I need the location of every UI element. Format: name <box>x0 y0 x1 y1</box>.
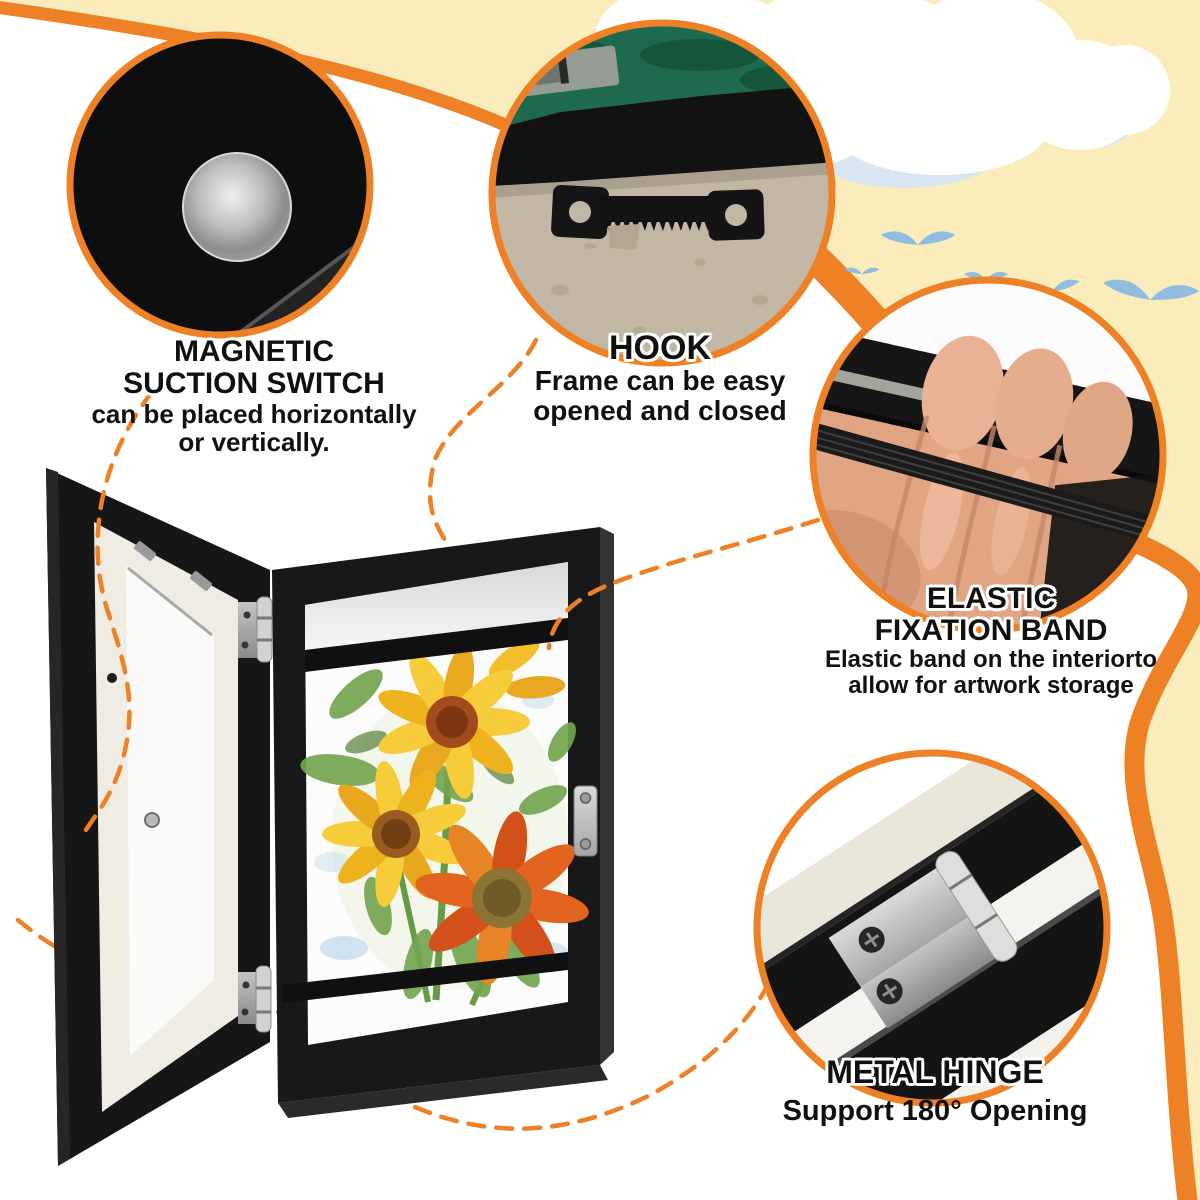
elastic-title-line2: FIXATION BAND <box>874 613 1108 647</box>
product-art-frame <box>46 468 614 1166</box>
callout-magnetic-switch: MAGNETIC SUCTION SWITCH can be placed ho… <box>68 336 440 456</box>
top-hinge <box>238 596 273 663</box>
elastic-band-closeup-photo <box>809 276 1167 634</box>
magnetic-body-line1: can be placed horizontally <box>91 398 417 429</box>
sunflower-top <box>378 638 566 799</box>
magnet-dot <box>107 673 117 683</box>
frame-front <box>272 527 614 1118</box>
latch-plate <box>573 785 598 857</box>
hinge-closeup-photo <box>753 749 1111 1107</box>
elastic-band <box>813 408 1163 560</box>
elastic-body-line2: allow for artwork storage <box>848 671 1134 699</box>
hook-body-line2: opened and closed <box>533 395 787 427</box>
metal-hinge-hardware <box>828 850 1018 1029</box>
connector-dashes <box>83 337 821 833</box>
sunflower-artwork <box>300 638 589 1007</box>
hinge-title: METAL HINGE <box>826 1054 1044 1090</box>
hook-body-line1: Frame can be easy <box>534 365 786 397</box>
bottom-hinge <box>238 965 272 1033</box>
magnetic-body-line2: or vertically. <box>178 426 330 457</box>
hook-title: HOOK <box>609 329 711 367</box>
callout-elastic-band: ELASTIC FIXATION BAND Elastic band on th… <box>793 583 1189 698</box>
magnetic-title-line1: MAGNETIC <box>174 335 334 368</box>
sawtooth-hanger <box>551 184 765 250</box>
magnetic-title-line2: SUCTION SWITCH <box>123 366 385 400</box>
callout-hook: HOOK Frame can be easy opened and closed <box>470 330 850 427</box>
frame-elastic-band-top <box>305 618 568 672</box>
frame-elastic-band-bottom <box>282 952 568 1003</box>
hook-closeup-photo <box>488 19 836 367</box>
elastic-title-line1: ELASTIC <box>926 582 1056 615</box>
callout-metal-hinge: METAL HINGE Support 180° Opening <box>738 1054 1132 1127</box>
sunflower-right <box>415 811 589 985</box>
hinge-body: Support 180° Opening <box>782 1094 1088 1127</box>
magnet-closeup-photo <box>66 31 374 339</box>
frame-back-door <box>46 468 270 1166</box>
elastic-body-line1: Elastic band on the interiorto <box>824 645 1158 673</box>
